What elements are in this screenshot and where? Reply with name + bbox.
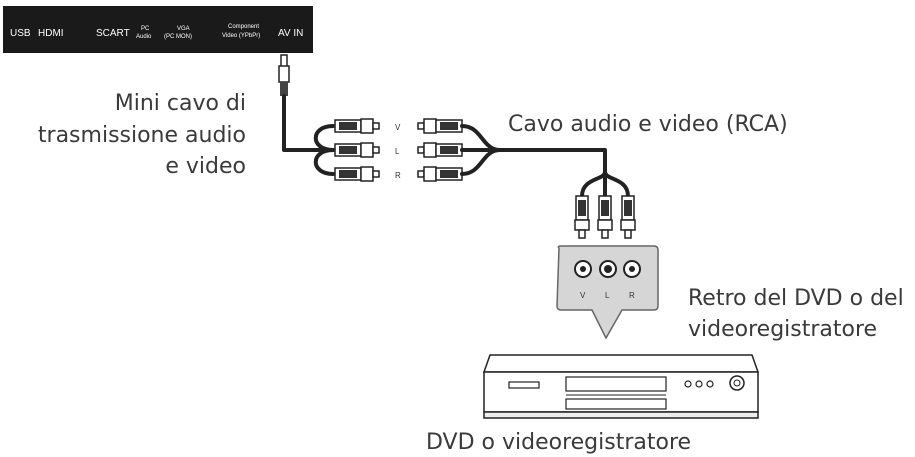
- rear-letter-l: L: [605, 291, 610, 300]
- rca-cable-fan: [580, 170, 630, 198]
- jack-letter-l: L: [395, 147, 400, 156]
- dvd-device-label: DVD o videoregistratore: [426, 430, 691, 455]
- port-scart: SCART: [96, 28, 130, 39]
- tv-connector-panel: USB HDMI SCART PC Audio VGA (PC MON) Com…: [3, 6, 313, 53]
- dvd-back-label-line2: videoregistratore: [688, 317, 877, 342]
- left-rca-plugs: [334, 118, 380, 182]
- mini-cable-label-line3: e video: [165, 154, 246, 179]
- dvd-back-label-line1: Retro del DVD o del: [688, 286, 904, 311]
- port-vga-bottom: (PC MON): [164, 34, 192, 40]
- rca-cable-r: [460, 148, 502, 176]
- port-pc-audio-bottom: Audio: [136, 34, 152, 40]
- dvd-rear-callout: [556, 245, 659, 340]
- port-vga-top: VGA: [177, 26, 190, 32]
- jack-letter-r: R: [395, 171, 401, 180]
- mini-jack-plug: [278, 54, 290, 96]
- port-av-in: AV IN: [278, 28, 303, 39]
- jack-letter-v: V: [395, 123, 401, 132]
- port-component-bottom: Video (YPbPr): [222, 33, 260, 39]
- rear-letter-r: R: [629, 291, 635, 300]
- dvd-player-icon: [482, 354, 760, 419]
- mini-cable-label-line2: trasmissione audio: [38, 123, 246, 148]
- rear-letter-v: V: [580, 291, 586, 300]
- right-rca-plugs: [417, 118, 463, 182]
- rca-cable-v: [460, 124, 502, 152]
- port-pc-audio-top: PC: [141, 26, 150, 32]
- panel-background: [3, 6, 313, 53]
- port-hdmi: HDMI: [38, 28, 64, 39]
- port-usb: USB: [10, 28, 31, 39]
- rca-cable-main: [460, 148, 607, 174]
- mini-cable-fan: [313, 124, 335, 176]
- mini-cable: [282, 94, 335, 152]
- down-rca-plugs: [574, 195, 636, 239]
- rca-cable-label: Cavo audio e video (RCA): [508, 112, 788, 137]
- mini-cable-label-line1: Mini cavo di: [115, 91, 246, 116]
- port-component-top: Component: [228, 24, 259, 30]
